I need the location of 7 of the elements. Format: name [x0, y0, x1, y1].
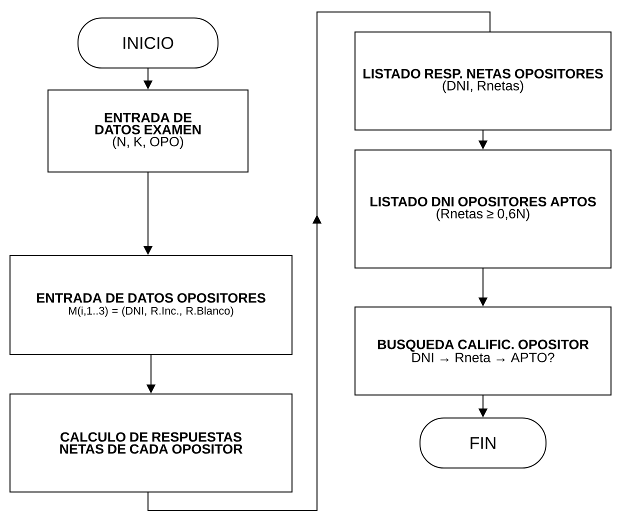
- process-box: LISTADO DNI OPOSITORES APTOS (Rnetas ≥ 0,6N): [354, 150, 612, 268]
- process-box: ENTRADA DE DATOS OPOSITORES M(i,1..3) = (DNI, R.Inc., R.Blanco): [10, 255, 292, 355]
- process-box: CALCULO DE RESPUESTAS NETAS DE CADA OPOSITOR: [10, 394, 292, 492]
- process-box: ENTRADA DE DATOS EXAMEN (N, K, OPO): [48, 90, 248, 172]
- loop-arrow: [148, 12, 490, 511]
- process-box: LISTADO RESP. NETAS OPOSITORES (DNI, Rnetas): [354, 32, 612, 130]
- process-box: BUSQUEDA CALIFIC. OPOSITOR DNI → Rneta → APTO?: [354, 306, 612, 396]
